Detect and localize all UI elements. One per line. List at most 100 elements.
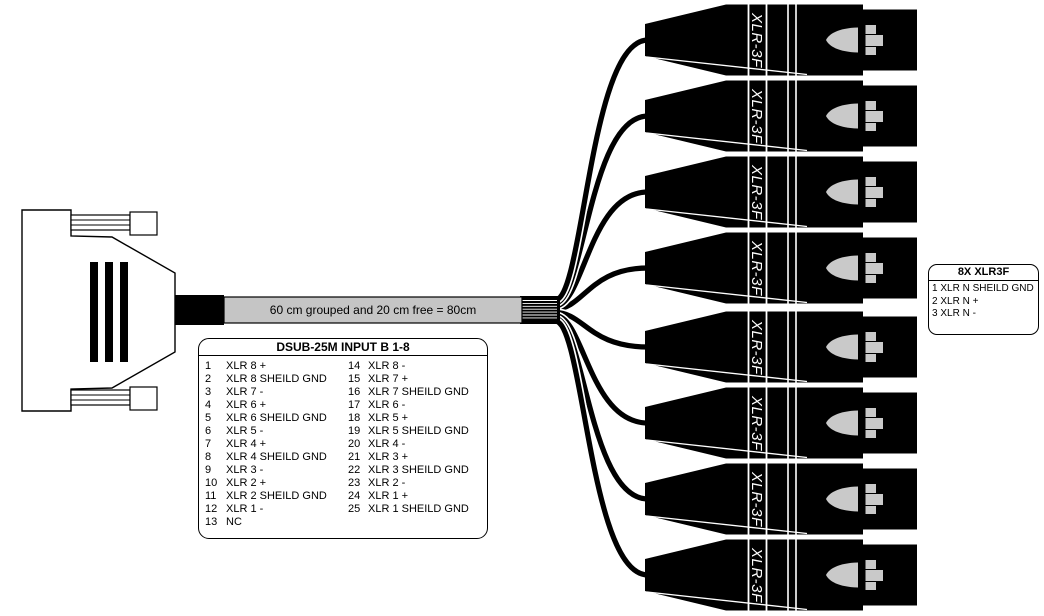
cable-trunk: [520, 296, 560, 324]
pin-row: 13 NC: [205, 515, 348, 528]
dsub-cable-boot: [175, 295, 224, 325]
pin-label: XLR 1 +: [368, 489, 409, 502]
pinout-table-title: DSUB-25M INPUT B 1-8: [199, 339, 487, 356]
xlr-connector-label: XLR-3F: [748, 164, 765, 220]
cable-length-label: 60 cm grouped and 20 cm free = 80cm: [269, 303, 477, 317]
pin-number: 4: [205, 399, 212, 412]
xlr-connector-label: XLR-3F: [748, 471, 765, 527]
pin-number: 10: [205, 476, 218, 489]
fan-cable: [553, 35, 649, 305]
fan-cables: [553, 35, 649, 580]
pin-row: 12 XLR 1 -: [205, 502, 348, 515]
pin-label: XLR 1 -: [226, 502, 264, 515]
pin-row: 6 XLR 5 -: [205, 425, 348, 438]
xlr-connector-label: XLR-3F: [748, 319, 765, 375]
pin-label: XLR 8 +: [226, 360, 267, 373]
pin-label: XLR 4 -: [368, 438, 406, 451]
pin-number: 19: [348, 425, 361, 438]
dsub-shell: [21, 209, 176, 412]
pin-number: 12: [205, 502, 218, 515]
pin-number: 13: [205, 515, 218, 528]
pin-row: 11 XLR 2 SHEILD GND: [205, 489, 348, 502]
pin-label: NC: [226, 515, 242, 528]
info-line: 3 XLR N -: [932, 308, 976, 320]
fan-cable: [553, 316, 649, 580]
pin-row: 4 XLR 6 +: [205, 399, 348, 412]
xlr-connector-1: [644, 3, 918, 77]
dsub25-connector: [21, 209, 224, 412]
pin-row: 22 XLR 3 SHEILD GND: [348, 464, 487, 477]
pin-row: 19 XLR 5 SHEILD GND: [348, 425, 487, 438]
xlr-connector-label: XLR-3F: [748, 240, 765, 296]
xlr-connector-5: [644, 310, 918, 384]
pin-number: 1: [205, 360, 212, 373]
xlr-connector-3: [644, 155, 918, 229]
pin-number: 5: [205, 412, 212, 425]
pin-number: 25: [348, 502, 361, 515]
xlr-connector-label: XLR-3F: [748, 547, 765, 603]
info-line: 1 XLR N SHEILD GND: [932, 283, 1034, 294]
pin-number: 22: [348, 463, 361, 476]
xlr-connector-8: [644, 538, 918, 612]
pin-number: 6: [205, 425, 212, 438]
pin-number: 7: [205, 438, 212, 451]
xlr-connector-label: XLR-3F: [748, 88, 765, 144]
pin-label: XLR 1 SHEILD GND: [368, 502, 469, 515]
pin-row: 1 XLR 8 +: [205, 360, 348, 373]
pin-number: 21: [348, 451, 361, 464]
info-line: 2 XLR N +: [932, 295, 979, 307]
pin-label: XLR 2 +: [226, 476, 267, 489]
xlr-connector-6: [644, 386, 918, 460]
pin-label: XLR 6 -: [368, 399, 406, 412]
pin-row: 7 XLR 4 +: [205, 438, 348, 451]
xlr-connector-2: [644, 79, 918, 153]
pin-label: XLR 5 +: [368, 412, 409, 425]
dsub-screw-top: [70, 211, 158, 236]
pin-number: 23: [348, 476, 361, 489]
xlr-connectors: [644, 3, 918, 612]
pin-label: XLR 4 +: [226, 438, 267, 451]
pin-label: XLR 2 SHEILD GND: [226, 489, 327, 502]
pin-label: XLR 4 SHEILD GND: [226, 451, 327, 464]
pin-label: XLR 3 -: [226, 463, 264, 476]
pin-label: XLR 5 SHEILD GND: [368, 425, 469, 438]
pin-label: XLR 5 -: [226, 425, 264, 438]
pin-label: XLR 6 +: [226, 399, 267, 412]
pin-number: 18: [348, 412, 361, 425]
xlr-connector-7: [644, 462, 918, 536]
pin-number: 9: [205, 463, 212, 476]
fan-cable: [554, 308, 649, 352]
pin-label: XLR 8 -: [368, 360, 406, 373]
pin-number: 11: [205, 489, 217, 502]
pin-label: XLR 6 SHEILD GND: [226, 412, 327, 425]
pin-number: 24: [348, 489, 361, 502]
xlr-pinout-title: 8X XLR3F: [929, 265, 1038, 281]
pin-number: 15: [348, 373, 361, 386]
pin-label: XLR 7 SHEILD GND: [368, 386, 469, 399]
pin-row: 9 XLR 3 -: [205, 464, 348, 477]
pin-label: XLR 3 SHEILD GND: [368, 463, 469, 476]
pin-row: 15 XLR 7 +: [348, 373, 487, 386]
pin-label: XLR 8 SHEILD GND: [226, 373, 327, 386]
xlr-connector-label: XLR-3F: [748, 12, 765, 68]
pin-row: 18 XLR 5 +: [348, 412, 487, 425]
pin-row: 5 XLR 6 SHEILD GND: [205, 412, 348, 425]
pin-label: XLR 7 +: [368, 373, 409, 386]
